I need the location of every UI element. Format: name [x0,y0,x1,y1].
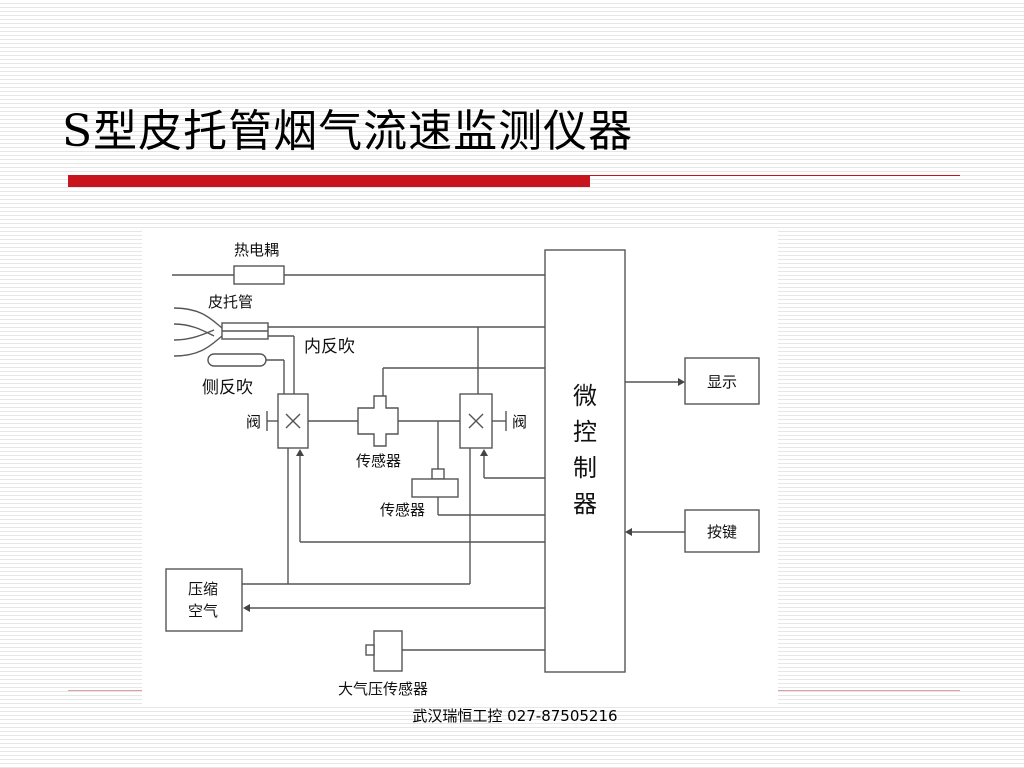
pitot-tube-lower-inner [173,329,215,341]
right-valve-x2 [468,413,484,429]
pitot-tube-lower-curve [173,335,223,357]
block-diagram: 热电耦 皮托管 内反吹 侧反吹 阀 传感器 阀 传感器 [165,241,760,698]
microcontroller-char-1: 微 [573,382,597,410]
side-probe [207,353,267,367]
keypad-box [684,509,760,553]
pitot-tube-upper-inner [173,323,215,337]
microcontroller-char-3: 制 [573,454,597,482]
left-valve-x2 [285,413,301,429]
arrowhead [296,449,304,456]
microcontroller-char-2: 控 [573,418,597,446]
right-valve-label: 阀 [512,413,527,431]
barometric-sensor-label: 大气压传感器 [338,680,428,698]
lower-sensor-box [411,478,459,498]
footer-rule-right [776,690,960,691]
arrowhead [243,604,250,612]
inner-backblow-label: 内反吹 [304,337,355,357]
arrowhead [480,449,488,456]
footer-contact: 武汉瑞恒工控 027-87505216 [412,707,618,725]
arrowhead [678,378,685,386]
display-box [684,357,760,405]
microcontroller-box [544,249,626,673]
barometric-sensor-port [365,644,375,656]
slide-title: S型皮托管烟气流速监测仪器 [62,106,634,157]
pitot-tube-upper-curve [173,307,223,329]
compressed-air-label-1: 压缩 [188,580,218,598]
barometric-sensor-box [373,630,403,672]
lower-sensor-stub [431,468,445,480]
footer-rule-left [68,690,148,691]
side-backblow-label: 侧反吹 [202,378,253,398]
microcontroller-char-4: 器 [573,490,597,518]
title-underline-rule [590,175,960,176]
compressed-air-box [165,568,243,632]
lower-sensor-label: 传感器 [380,501,425,519]
left-valve-label: 阀 [246,413,261,431]
display-label: 显示 [707,373,737,391]
middle-sensor-label: 传感器 [356,452,401,470]
arrowhead [625,528,632,536]
diagram-panel: 热电耦 皮托管 内反吹 侧反吹 阀 传感器 阀 传感器 [142,228,778,706]
pitot-tube-label: 皮托管 [208,293,253,311]
keypad-label: 按键 [707,523,737,541]
title-underline-bar [68,175,590,187]
compressed-air-label-2: 空气 [188,602,218,620]
thermocouple-label: 热电耦 [234,241,279,259]
middle-sensor-symbol [357,395,399,447]
thermocouple-resistor [233,265,285,285]
